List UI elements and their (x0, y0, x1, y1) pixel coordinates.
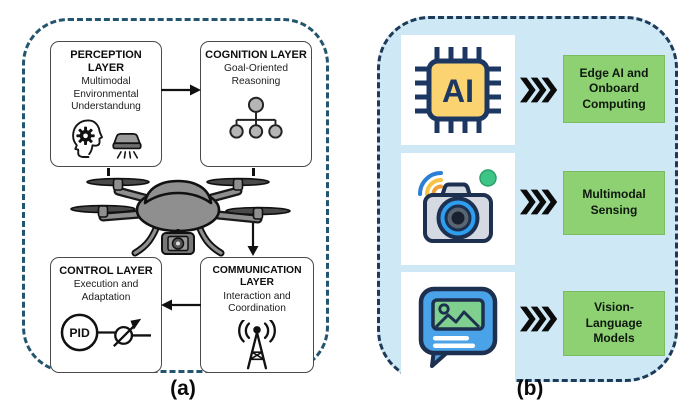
arrow-chevrons-3 (520, 306, 558, 332)
control-layer-box: CONTROL LAYER Execution and Adaptation P… (50, 257, 162, 373)
cognition-drone-connector (252, 168, 255, 176)
svg-text:AI: AI (442, 73, 474, 109)
cognition-layer-box: COGNITION LAYER Goal-Oriented Reasoning (200, 41, 312, 167)
vision-language-tile (401, 272, 515, 382)
perception-icons (53, 117, 159, 159)
arrow-chevrons-2 (520, 189, 558, 215)
sensor-icon (109, 131, 145, 159)
target-edge-ai: Edge AI and Onboard Computing (563, 55, 665, 123)
perception-layer-box: PERCEPTION LAYER Multimodal Environmenta… (50, 41, 162, 167)
arrow-chevrons-1 (520, 77, 558, 103)
perception-layer-subtitle: Multimodal Environmental Understandung (71, 76, 141, 113)
communication-to-control-arrow (161, 299, 201, 311)
communication-layer-title: COMMUNICATION LAYER (212, 265, 302, 289)
communication-layer-subtitle: Interaction and Coordination (223, 290, 291, 315)
communication-icons (203, 319, 311, 370)
control-layer-title: CONTROL LAYER (59, 265, 153, 277)
caption-a: (a) (170, 377, 196, 400)
hierarchy-tree-icon (223, 96, 289, 142)
perception-layer-title: PERCEPTION LAYER (70, 49, 142, 75)
cognition-icons (203, 96, 309, 142)
target-multimodal-sensing: Multimodal Sensing (563, 171, 665, 235)
smart-camera-icon (412, 163, 504, 255)
target-edge-ai-label: Edge AI and Onboard Computing (579, 65, 649, 111)
drone-icon (70, 177, 291, 257)
target-multimodal-sensing-label: Multimodal Sensing (582, 187, 646, 217)
communication-layer-box: COMMUNICATION LAYER Interaction and Coor… (200, 257, 314, 373)
smart-camera-tile (401, 153, 515, 265)
target-vision-language-models: Vision-Language Models (563, 291, 665, 356)
head-gear-icon (68, 117, 106, 159)
cognition-layer-title: COGNITION LAYER (205, 49, 307, 61)
pid-controller-icon: PID (58, 310, 154, 355)
perception-to-cognition-arrow (161, 84, 201, 96)
caption-b: (b) (516, 377, 544, 400)
svg-text:PID: PID (69, 326, 90, 340)
control-icons: PID (53, 310, 159, 355)
enabling-technologies-panel: AI Edge AI and Onboard Computing (377, 16, 678, 382)
drone-to-communication-arrow (247, 219, 259, 256)
perception-drone-connector (107, 168, 110, 176)
ai-chip-tile: AI (401, 35, 515, 145)
ai-chip-icon: AI (412, 44, 504, 136)
antenna-icon (219, 319, 295, 370)
uav-architecture-panel: PERCEPTION LAYER Multimodal Environmenta… (22, 18, 329, 373)
cognition-layer-subtitle: Goal-Oriented Reasoning (224, 63, 288, 87)
target-vision-language-models-label: Vision-Language Models (585, 300, 643, 346)
vision-language-chat-icon (412, 281, 504, 373)
control-layer-subtitle: Execution and Adaptation (73, 279, 139, 303)
